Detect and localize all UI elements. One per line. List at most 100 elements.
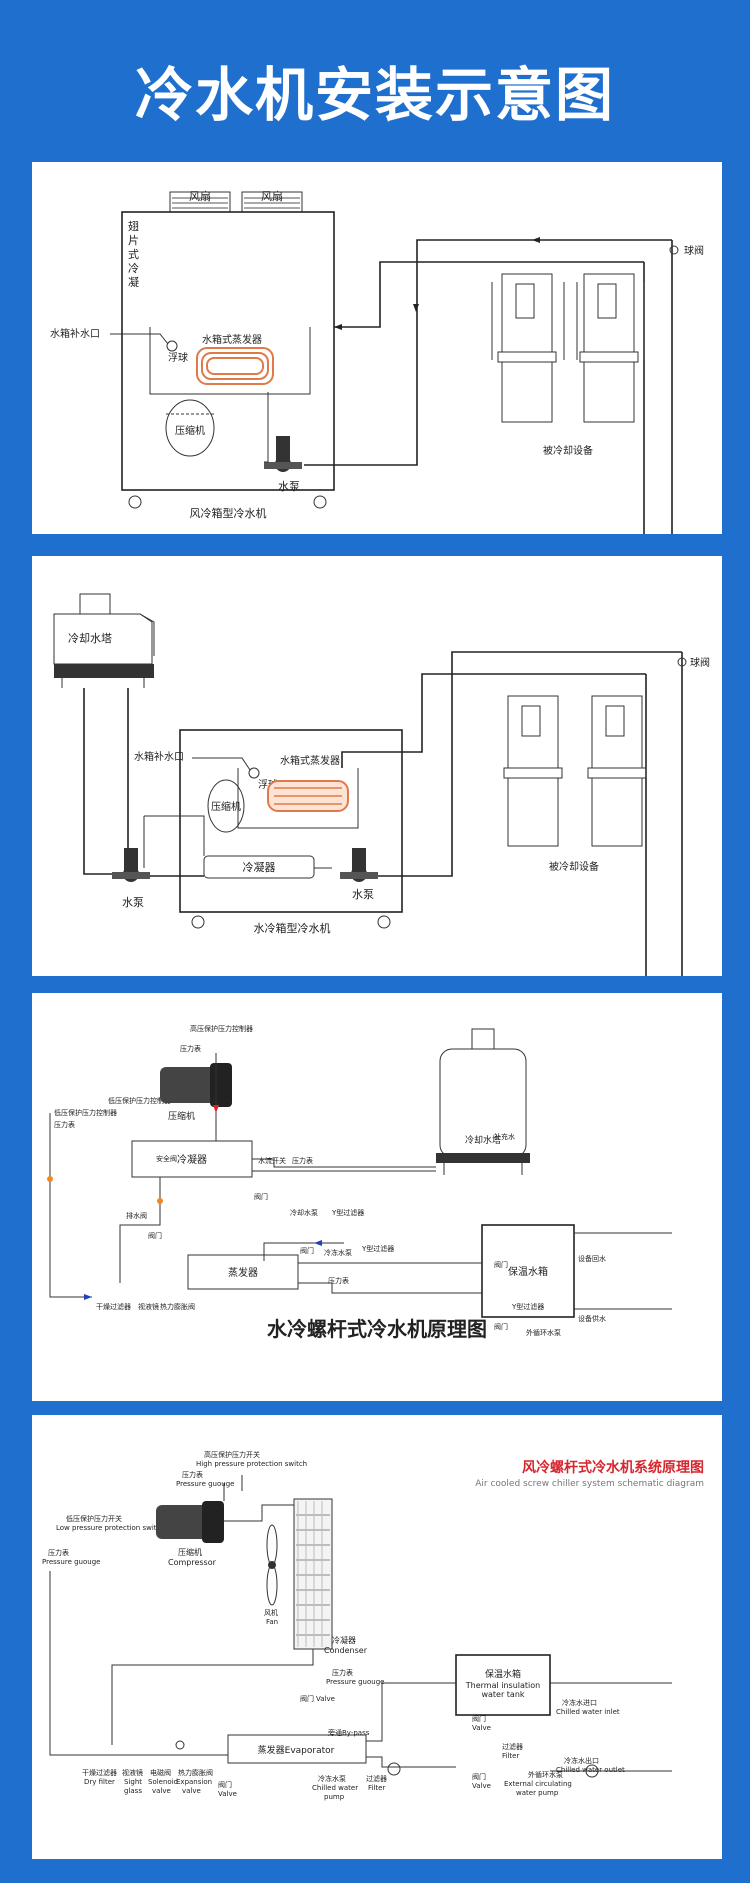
pressure-gauge-2-label: 压力表: [54, 1120, 75, 1129]
svg-text:凝: 凝: [128, 275, 139, 289]
sight-cn: 视液镜: [122, 1768, 143, 1777]
solenoid-en-1: Solenoid: [148, 1778, 178, 1786]
ext-pump-cn: 外循环水泵: [528, 1770, 563, 1779]
cooling-pump-label: 冷却水泵: [290, 1208, 318, 1217]
valve-d-label: 阀门: [494, 1260, 508, 1269]
expansion-en-2: valve: [182, 1787, 201, 1795]
cooled-equipment-label: 被冷却设备: [543, 444, 593, 457]
condenser-shape: [293, 1498, 333, 1650]
chilled-flow-arrow: [84, 1294, 92, 1300]
sight-en-2: glass: [124, 1787, 142, 1795]
pump-left-label: 水泵: [122, 896, 144, 909]
valve4-en: Valve: [472, 1782, 491, 1790]
pressure-gauge-4-label: 压力表: [328, 1276, 349, 1285]
valve4-cn: 阀门: [472, 1772, 486, 1781]
chilled-pump-cn: 冷冻水泵: [318, 1774, 346, 1783]
return-pipe: [334, 261, 644, 328]
outlet-en: Chilled water outlet: [556, 1766, 625, 1774]
svg-text:冷: 冷: [128, 262, 139, 275]
tank-cn: 保温水箱: [485, 1668, 521, 1680]
evaporator-shape: [227, 1734, 367, 1764]
valve1-cn: 阀门: [300, 1694, 314, 1703]
evaporator-shape: [187, 1254, 299, 1290]
solenoid-cn: 电磁阀: [150, 1768, 171, 1777]
pg1-en: Pressure guouge: [176, 1480, 234, 1488]
lp-switch-2-label: 低压保护压力控制器: [54, 1108, 117, 1117]
pg3-en: Pressure guouge: [326, 1678, 384, 1686]
tank-en: Thermal insulation water tank: [465, 1681, 541, 1699]
valve3-cn: 阀门: [218, 1780, 232, 1789]
pump-label: 水泵: [278, 480, 300, 493]
svg-text:翅: 翅: [128, 219, 139, 233]
cooled-equipment-2: [587, 695, 647, 847]
filter1-cn: 过滤器: [366, 1774, 387, 1783]
cooling-tower-shape: [436, 1028, 530, 1175]
dry-en: Dry filter: [84, 1778, 115, 1786]
air-cooled-box-chiller-diagram: 风扇 风扇 翅 片 式 冷 凝 水箱补水口 浮球 水箱式蒸发器 压缩机 水泵 风…: [32, 162, 722, 534]
evaporator-label: 水箱式蒸发器: [280, 754, 340, 767]
valve2-cn: 阀门: [472, 1714, 486, 1723]
condenser-label: 翅 片 式 冷 凝: [128, 219, 139, 289]
wheel: [313, 495, 327, 509]
y-filter-2-label: Y型过滤器: [361, 1244, 394, 1253]
valve1-en: Valve: [316, 1695, 335, 1703]
page-title: 冷水机安装示意图: [134, 61, 615, 129]
lp-switch-label: 低压保护压力控制器: [108, 1096, 171, 1105]
compressor-label: 压缩机: [175, 424, 205, 437]
hp-switch-en: High pressure protection switch: [196, 1460, 307, 1468]
svg-text:式: 式: [128, 248, 139, 261]
bypass-label: 旁通By-pass: [328, 1728, 370, 1737]
return-water-label: 设备回水: [578, 1254, 606, 1263]
chiller-cabinet: [121, 211, 335, 491]
valve-c-label: 阀门: [300, 1246, 314, 1255]
ext-pump-en-2: water pump: [516, 1789, 559, 1797]
fan-label-1: 风扇: [189, 189, 211, 203]
compressor-shape: [207, 779, 245, 833]
makeup-water-label: 补充水: [494, 1132, 515, 1141]
diagram-title-en: Air cooled screw chiller system schemati…: [475, 1479, 704, 1489]
cooled-equipment-2: [579, 273, 639, 423]
drain-valve-label: 排水阀: [126, 1211, 147, 1220]
makeup-inlet-label: 水箱补水口: [134, 750, 184, 763]
compressor-shape: [156, 1501, 224, 1543]
hp-switch-cn: 高压保护压力开关: [204, 1450, 260, 1459]
sight-en-1: Sight: [124, 1778, 142, 1786]
ball-valve-label: 球阀: [684, 244, 704, 257]
pressure-gauge-1-label: 压力表: [180, 1044, 201, 1053]
lp-switch-en: Low pressure protection switch: [56, 1524, 165, 1532]
pump-right-label: 水泵: [352, 888, 374, 901]
external-pump-icon: [585, 1764, 599, 1778]
valve-a-label: 阀门: [148, 1231, 162, 1240]
supply-water-label: 设备供水: [578, 1314, 606, 1323]
pump-icon-left: [112, 848, 150, 882]
dry-filter-label: 干燥过滤器: [96, 1302, 131, 1311]
wheel: [191, 915, 205, 929]
condenser-label: 冷凝器: [177, 1153, 207, 1166]
return-pipe: [341, 673, 646, 768]
tank-shape: [455, 1654, 551, 1716]
float-label: 浮球: [168, 351, 188, 364]
cooled-equipment-label: 被冷却设备: [549, 860, 599, 873]
sight-glass-label: 视液镜: [138, 1302, 159, 1311]
pg2-en: Pressure guouge: [42, 1558, 100, 1566]
inlet-cn: 冷冻水进口: [562, 1698, 597, 1707]
water-tank: [149, 327, 311, 395]
cooling-tower-shape: [53, 593, 155, 688]
diagram-title-cn: 风冷螺杆式冷水机系统原理图: [522, 1460, 704, 1476]
y-filter-3-label: Y型过滤器: [511, 1302, 544, 1311]
water-cooled-box-chiller-diagram: 冷却水塔 水冷箱型冷水机 水箱补水口 浮球 水箱式蒸发器 压缩机 冷凝器 水泵 …: [32, 556, 722, 976]
tank-shape: [481, 1224, 575, 1318]
ext-pump-en-1: External circulating: [504, 1780, 572, 1788]
evaporator-label: 蒸发器Evaporator: [258, 1744, 335, 1756]
safety-valve-label: 安全阀: [156, 1154, 177, 1163]
y-filter-1-label: Y型过滤器: [331, 1208, 364, 1217]
hp-switch-label: 高压保护压力控制器: [190, 1024, 253, 1033]
cooling-tower-label: 冷却水塔: [68, 632, 112, 645]
pump-icon-right: [340, 848, 378, 882]
chilled-pump-label: 冷冻水泵: [324, 1248, 352, 1257]
ball-valve-label: 球阀: [690, 656, 710, 669]
compressor-label: 压缩机: [211, 800, 241, 813]
compressor-label: 压缩机: [168, 1110, 195, 1122]
evaporator-coil: [196, 347, 274, 385]
pg1-cn: 压力表: [182, 1470, 203, 1479]
